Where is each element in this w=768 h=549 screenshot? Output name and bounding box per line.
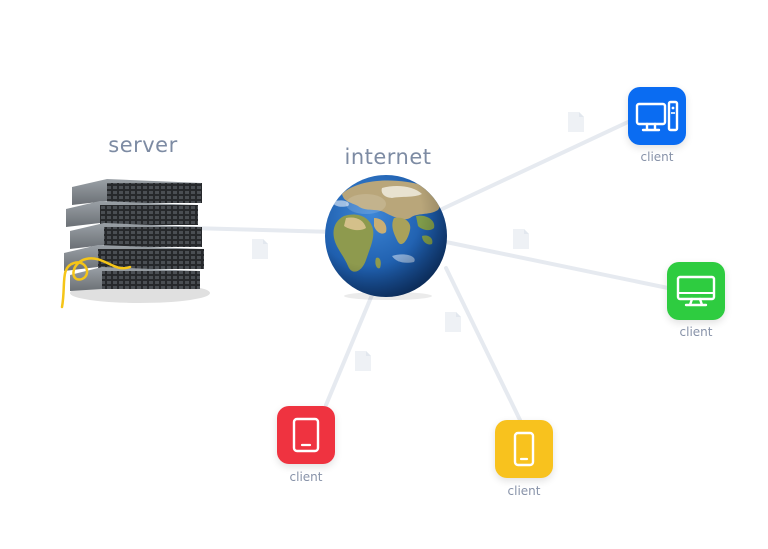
server-label: server [108,133,178,157]
document-icon [445,312,461,332]
monitor-icon [676,275,716,307]
link-internet-client-desktop [438,120,630,212]
client-tablet-label: client [289,470,323,484]
client-monitor-label: client [679,325,713,339]
link-internet-client-tablet [324,293,374,407]
server-rack-image [60,179,210,309]
document-icon [568,112,584,132]
document-icon [355,351,371,371]
desktop-computer-icon [635,100,679,132]
client-phone-tile [495,420,553,478]
link-server-internet [188,226,337,234]
link-internet-client-phone [444,266,522,422]
globe-image [325,175,447,300]
client-phone-label: client [507,484,541,498]
internet-label: internet [344,145,432,169]
link-internet-client-monitor [444,240,670,290]
client-desktop-label: client [640,150,674,164]
client-tablet-tile [277,406,335,464]
document-icon [513,229,529,249]
tablet-icon [292,417,320,453]
client-desktop-tile [628,87,686,145]
smartphone-icon [513,431,535,467]
document-icon [252,239,268,259]
client-monitor-tile [667,262,725,320]
